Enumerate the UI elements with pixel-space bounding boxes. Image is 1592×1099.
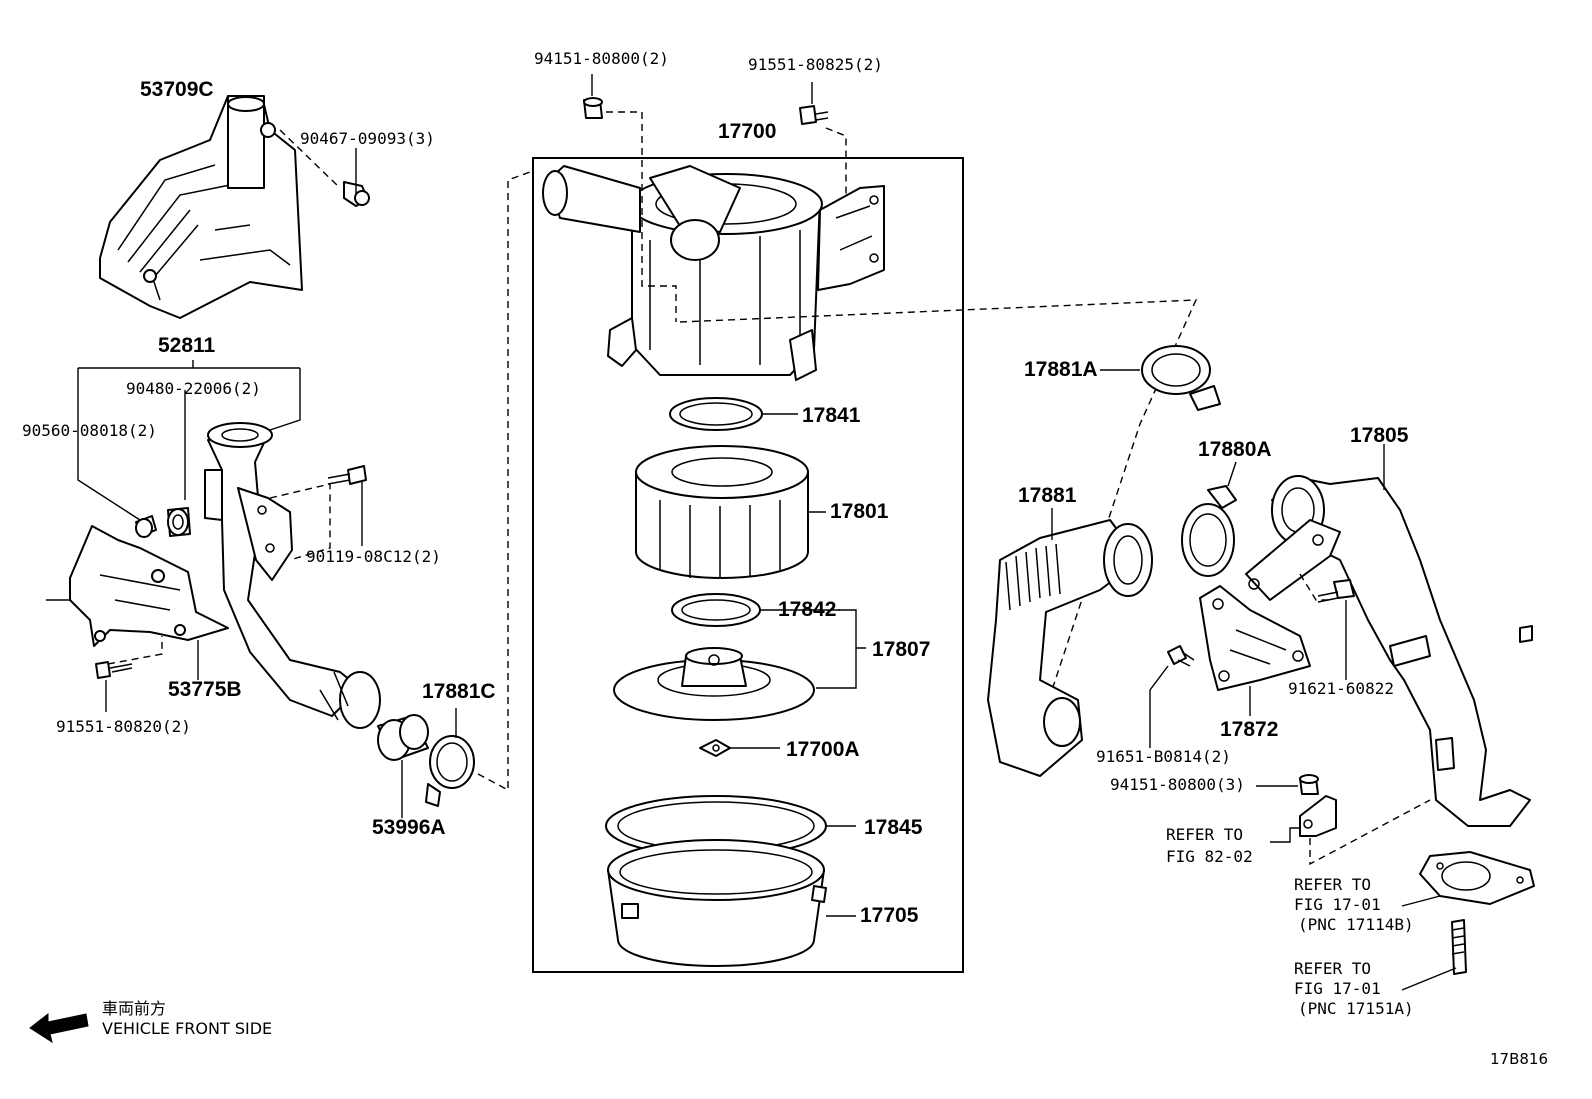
ref-17114b-line3: (PNC 17114B) (1298, 915, 1414, 934)
part-90560-collar[interactable] (135, 515, 157, 538)
part-17842-gasket[interactable] (671, 593, 840, 627)
part-17841-gasket[interactable] (669, 397, 798, 431)
ref-gasket-17114b[interactable] (1401, 851, 1535, 907)
label-17881c: 17881C (422, 680, 496, 703)
label-17842: 17842 (778, 598, 836, 621)
label-90119-08c12: 90119-08C12(2) (306, 547, 441, 566)
ref-17151a-line3: (PNC 17151A) (1298, 999, 1414, 1018)
label-17881a: 17881A (1024, 358, 1098, 381)
ref-17151a-line1: REFER TO (1294, 959, 1371, 978)
label-52811: 52811 (158, 334, 216, 357)
part-53709c-shroud[interactable] (99, 95, 303, 319)
part-91551-80820-bolt[interactable] (95, 636, 163, 712)
part-52811-intake-pipe[interactable] (204, 422, 381, 729)
vehicle-front-side: VEHICLE FRONT SIDE (102, 1019, 272, 1038)
label-90467-09093: 90467-09093(3) (300, 129, 435, 148)
ref-17151a-line2: FIG 17-01 (1294, 979, 1381, 998)
label-90560-08018: 90560-08018(2) (22, 421, 157, 440)
part-17700a-clip[interactable] (699, 739, 780, 757)
part-90467-clip[interactable] (279, 129, 370, 207)
part-91551-80825-bolt[interactable] (799, 82, 829, 125)
label-53775b: 53775B (168, 678, 242, 701)
label-94151-80800-top: 94151-80800(2) (534, 49, 669, 68)
label-90480-22006: 90480-22006(2) (126, 379, 261, 398)
part-17881c-clamp[interactable] (425, 171, 531, 807)
label-53996a: 53996A (372, 816, 446, 839)
part-90119-bolt[interactable] (269, 465, 367, 561)
ref-17114b-line1: REFER TO (1294, 875, 1371, 894)
label-17705: 17705 (860, 904, 919, 927)
part-17881a-clamp[interactable] (1100, 345, 1221, 411)
part-94151-80800-nut-right[interactable] (1256, 774, 1319, 795)
label-17841: 17841 (802, 404, 861, 427)
ref-17114b-line2: FIG 17-01 (1294, 895, 1381, 914)
part-17881-hose[interactable] (987, 508, 1153, 777)
part-17807-cover-plate[interactable] (613, 647, 815, 721)
part-53775b-bracket[interactable] (46, 525, 229, 680)
label-91551-80820: 91551-80820(2) (56, 717, 191, 736)
callout-labels: 53709C 90467-09093(3) 52811 90480-22006(… (22, 49, 1409, 927)
part-91651-b0814-bolt[interactable] (1149, 645, 1195, 748)
label-17700a: 17700A (786, 738, 860, 761)
part-91621-60822-bolt[interactable] (1299, 573, 1355, 680)
label-17880a: 17880A (1198, 438, 1272, 461)
part-94151-80800-nut-top[interactable] (583, 74, 603, 119)
label-53709c: 53709C (140, 78, 214, 101)
label-17845: 17845 (864, 816, 923, 839)
part-90480-grommet[interactable] (167, 507, 191, 537)
label-17805: 17805 (1350, 424, 1409, 447)
label-91621-60822: 91621-60822 (1288, 679, 1394, 698)
label-91651-b0814: 91651-B0814(2) (1096, 747, 1231, 766)
figure-id: 17B816 (1490, 1050, 1548, 1068)
ref-82-02-line1: REFER TO (1166, 825, 1243, 844)
label-17881: 17881 (1018, 484, 1077, 507)
part-17880a-clamp[interactable] (1181, 461, 1237, 577)
label-17807: 17807 (872, 638, 930, 661)
ref-fig-82-02-bracket[interactable] (1270, 795, 1431, 866)
label-94151-80800-right: 94151-80800(3) (1110, 775, 1245, 794)
vehicle-front-japanese: 車両前方 (102, 999, 166, 1018)
part-17801-filter-element[interactable] (635, 445, 826, 579)
assembly-17700-frame (532, 157, 964, 973)
part-17700-air-cleaner-housing[interactable] (542, 165, 885, 381)
part-17805-intake-tube[interactable] (1245, 444, 1533, 827)
part-53996a-sleeve[interactable] (377, 714, 429, 818)
ref-82-02-line2: FIG 82-02 (1166, 847, 1253, 866)
orientation-indicator: 車両前方 VEHICLE FRONT SIDE (29, 999, 272, 1044)
label-91551-80825: 91551-80825(2) (748, 55, 883, 74)
label-17872: 17872 (1220, 718, 1278, 741)
label-17700: 17700 (718, 120, 776, 143)
part-17872-bracket[interactable] (1199, 585, 1311, 716)
ref-stud-17151a[interactable] (1401, 919, 1467, 991)
arrow-left-icon (29, 1012, 89, 1044)
label-17801: 17801 (830, 500, 889, 523)
reference-notes: REFER TO FIG 82-02 REFER TO FIG 17-01 (P… (1166, 825, 1414, 1018)
part-17705-bottom-case[interactable] (607, 839, 856, 967)
